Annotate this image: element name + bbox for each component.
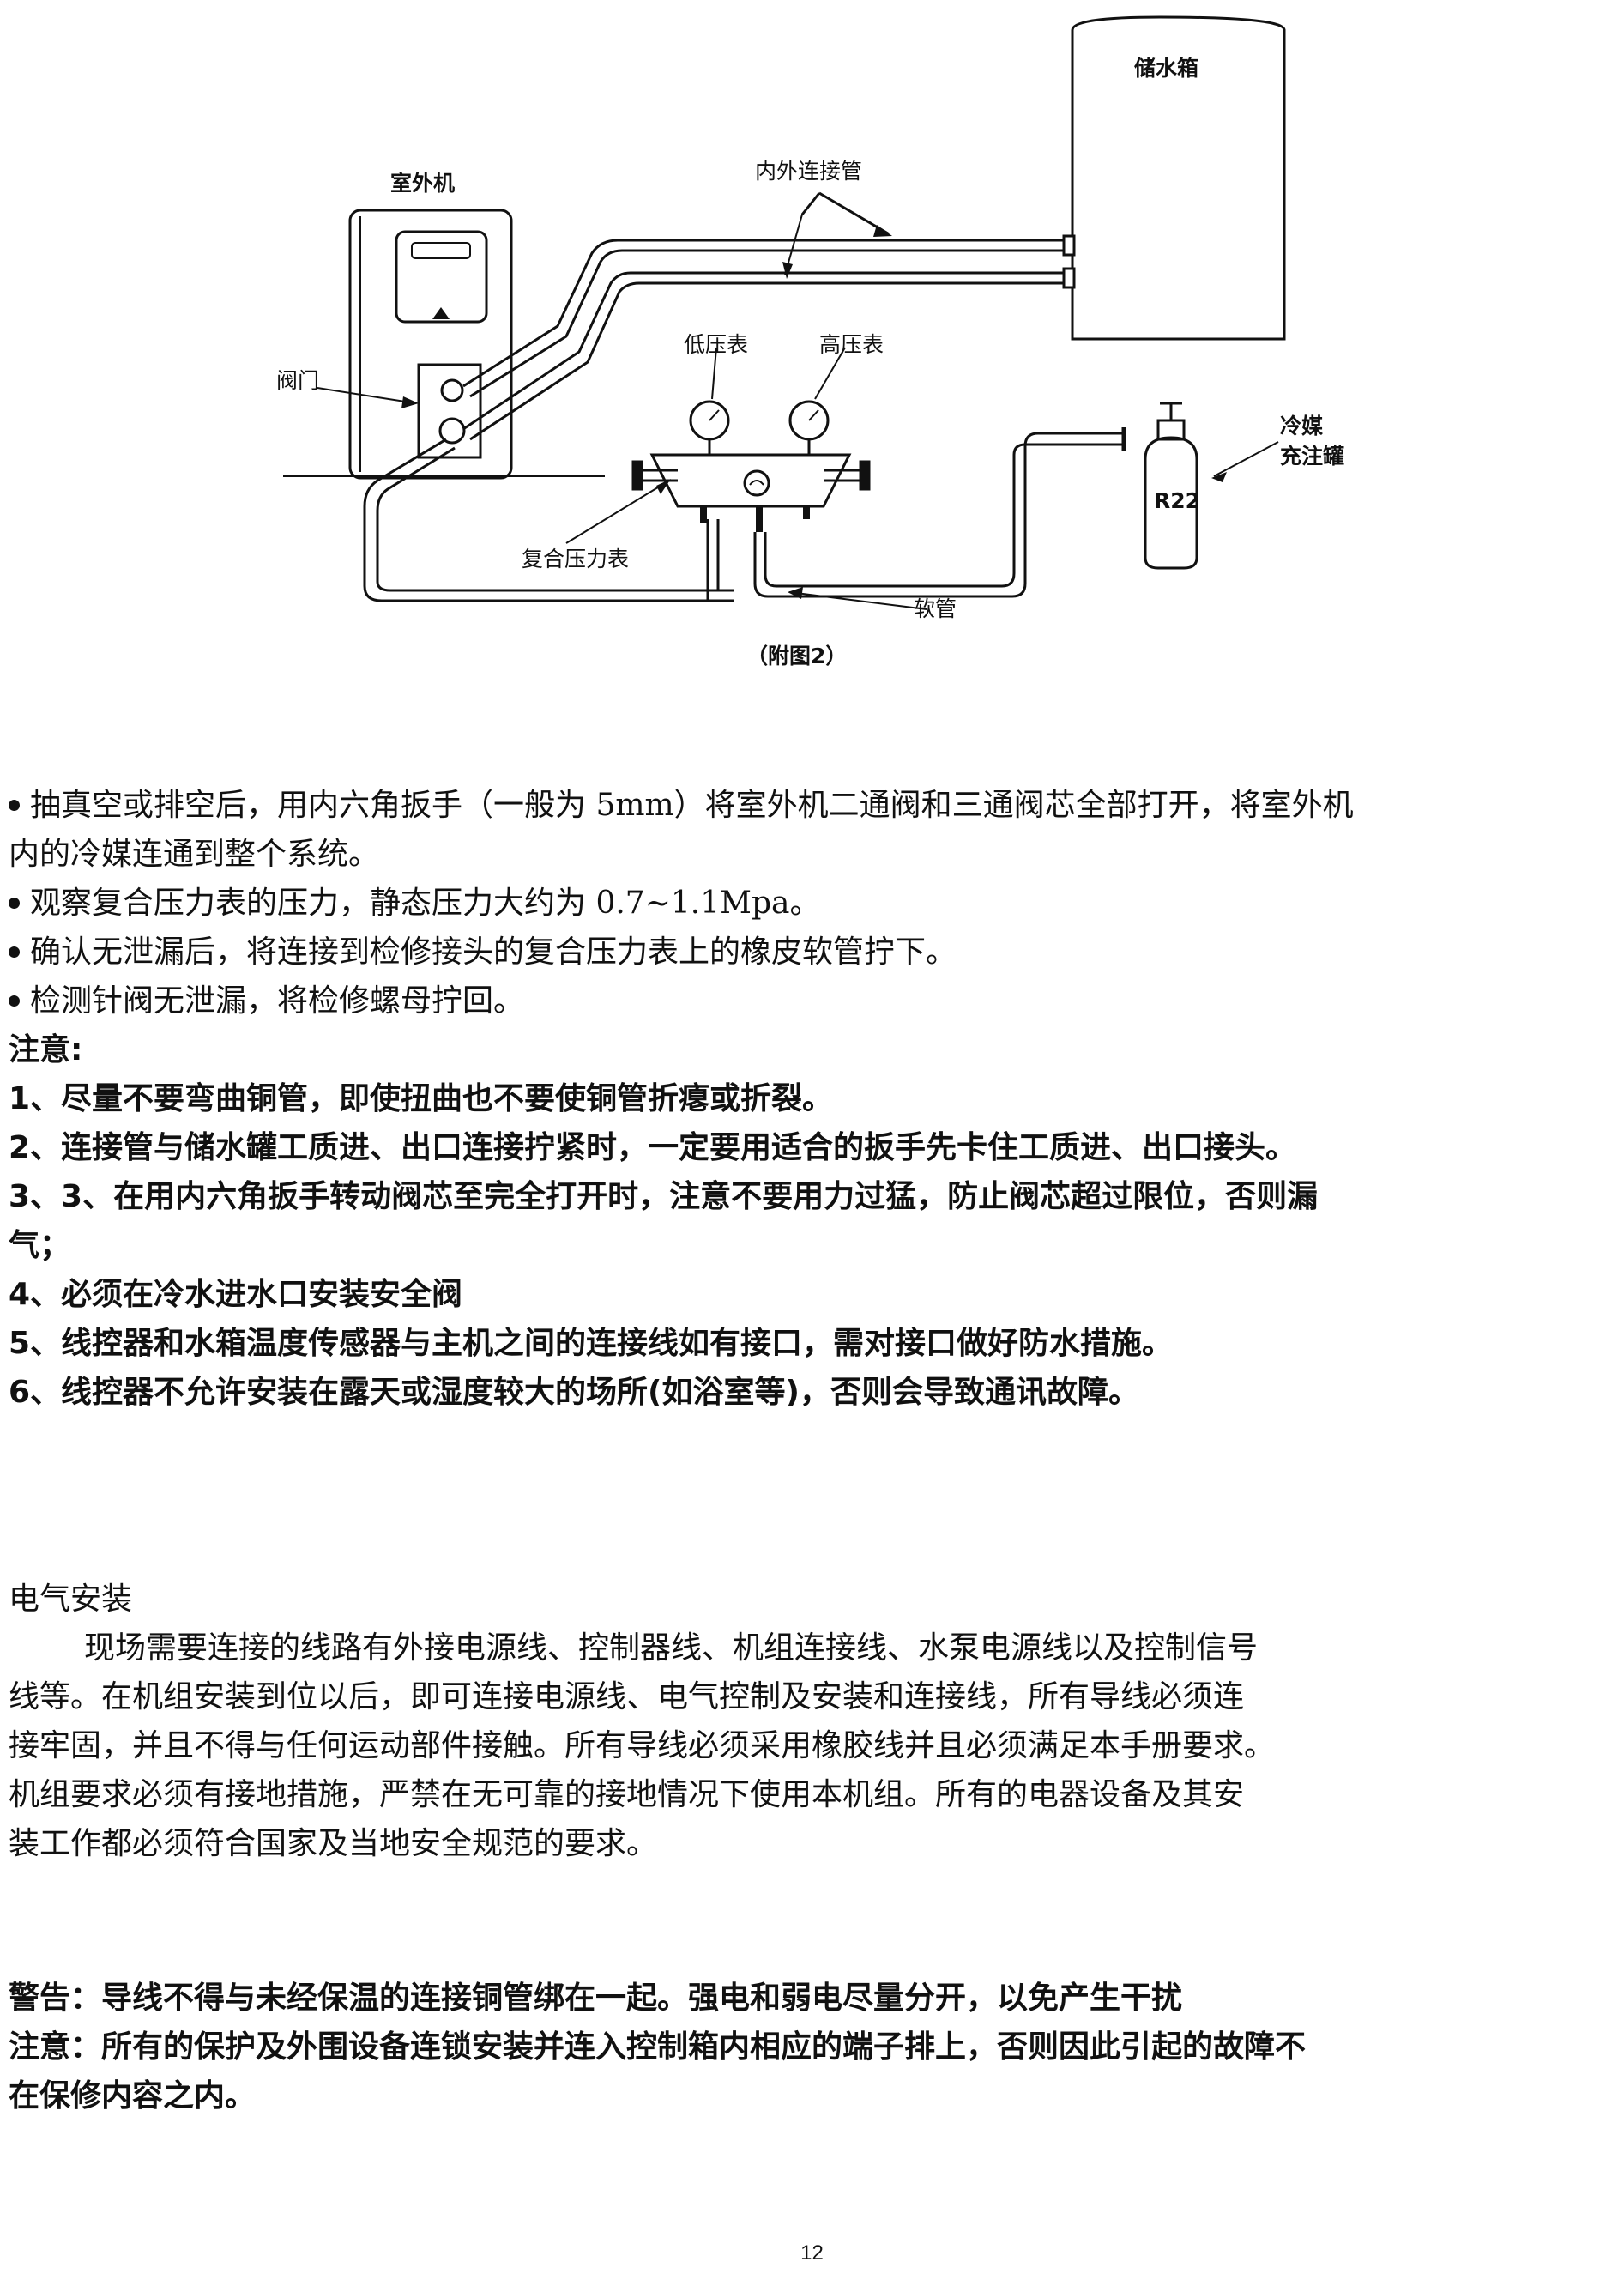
note-item: 5、线控器和水箱温度传感器与主机之间的连接线如有接口，需对接口做好防水措施。 <box>9 1326 1174 1361</box>
electrical-paragraph-line: 接牢固，并且不得与任何运动部件接触。所有导线必须采用橡胶线并且必须满足本手册要求… <box>9 1728 1276 1763</box>
note-item: 3、3、在用内六角扳手转动阀芯至完全打开时，注意不要用力过猛，防止阀芯超过限位，… <box>9 1179 1319 1214</box>
valve-box <box>417 363 482 459</box>
warning-section: 警告：导线不得与未经保温的连接铜管绑在一起。强电和弱电尽量分开，以免产生干扰 注… <box>9 1974 1613 2120</box>
note-item: 4、必须在冷水进水口安装安全阀 <box>9 1277 463 1312</box>
note-item: 1、尽量不要弯曲铜管，即使扭曲也不要使铜管折瘪或折裂。 <box>9 1081 834 1116</box>
bullet-item: 抽真空或排空后，用内六角扳手（一般为 5mm）将室外机二通阀和三通阀芯全部打开，… <box>9 781 1613 830</box>
electrical-heading: 电气安装 <box>9 1581 133 1617</box>
warning-line: 警告：导线不得与未经保温的连接铜管绑在一起。强电和弱电尽量分开，以免产生干扰 <box>9 1981 1183 2016</box>
label-refrigerant-line1: 冷媒 <box>1280 414 1324 438</box>
label-outdoor-unit: 室外机 <box>390 171 455 196</box>
unit-display-panel <box>395 230 488 324</box>
page-number: 12 <box>800 2241 824 2265</box>
compound-gauge-manifold <box>649 453 852 508</box>
electrical-section: 电气安装 现场需要连接的线路有外接电源线、控制器线、机组连接线、水泵电源线以及控… <box>9 1575 1613 1868</box>
label-high-gauge: 高压表 <box>819 332 884 357</box>
water-tank <box>1071 15 1286 341</box>
outdoor-unit <box>348 209 513 480</box>
bullet-item: 确认无泄漏后，将连接到检修接头的复合压力表上的橡皮软管拧下。 <box>9 928 1613 977</box>
installation-diagram: 储水箱 室外机 内外连接管 阀门 低压表 高压表 冷媒 充注罐 R22 复合压力… <box>276 15 1344 668</box>
hose-gauge-to-tank <box>753 432 1124 598</box>
connecting-pipe-lower <box>462 271 1064 431</box>
label-low-gauge: 低压表 <box>684 332 748 357</box>
high-pressure-gauge <box>788 400 830 441</box>
bullet-dot-icon <box>9 946 20 958</box>
low-pressure-gauge <box>689 400 730 441</box>
label-hose: 软管 <box>914 596 957 621</box>
electrical-paragraph-line: 线等。在机组安装到位以后，即可连接电源线、电气控制及安装和连接线，所有导线必须连 <box>9 1679 1245 1715</box>
bullet-item: 观察复合压力表的压力，静态压力大约为 0.7~1.1Mpa。 <box>9 879 1613 928</box>
electrical-paragraph-line: 现场需要连接的线路有外接电源线、控制器线、机组连接线、水泵电源线以及控制信号 <box>84 1630 1259 1666</box>
note-item-continuation: 气； <box>9 1228 71 1263</box>
hose-unit-to-gauge <box>363 438 734 602</box>
connecting-pipe-upper <box>462 239 1064 388</box>
bullet-item-continuation: 内的冷媒连通到整个系统。 <box>9 837 380 872</box>
bullet-dot-icon <box>9 995 20 1007</box>
bullet-item: 检测针阀无泄漏，将检修螺母拧回。 <box>9 977 1613 1025</box>
label-compound-gauge: 复合压力表 <box>522 547 629 572</box>
label-r22: R22 <box>1154 488 1200 513</box>
bullet-list: 抽真空或排空后，用内六角扳手（一般为 5mm）将室外机二通阀和三通阀芯全部打开，… <box>9 781 1613 1417</box>
notes-title: 注意: <box>9 1032 83 1067</box>
electrical-paragraph-line: 机组要求必须有接地措施，严禁在无可靠的接地情况下使用本机组。所有的电器设备及其安 <box>9 1777 1245 1812</box>
label-valve: 阀门 <box>276 368 319 393</box>
note-item: 6、线控器不允许安装在露天或湿度较大的场所(如浴室等)，否则会导致通讯故障。 <box>9 1375 1139 1410</box>
diagram-caption: （附图2） <box>746 644 847 668</box>
note-item: 2、连接管与储水罐工质进、出口连接拧紧时，一定要用适合的扳手先卡住工质进、出口接… <box>9 1130 1297 1165</box>
electrical-paragraph-line: 装工作都必须符合国家及当地安全规范的要求。 <box>9 1826 658 1861</box>
label-connecting-pipe: 内外连接管 <box>755 159 862 184</box>
bullet-dot-icon <box>9 897 20 909</box>
label-tank: 储水箱 <box>1134 56 1198 81</box>
bullet-dot-icon <box>9 799 20 811</box>
label-refrigerant-line2: 充注罐 <box>1280 444 1344 469</box>
attention-line-continuation: 在保修内容之内。 <box>9 2078 257 2114</box>
attention-line: 注意：所有的保护及外围设备连锁安装并连入控制箱内相应的端子排上，否则因此引起的故… <box>9 2029 1307 2065</box>
